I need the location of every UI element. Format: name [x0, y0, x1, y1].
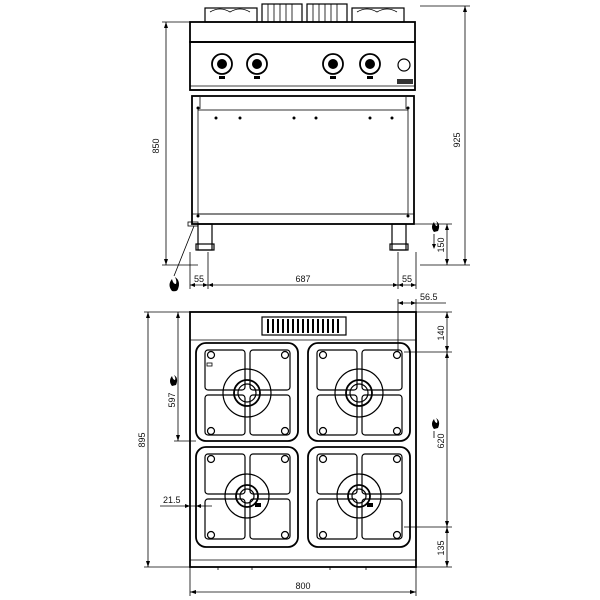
dim-label-55-right: 55 — [402, 274, 412, 284]
burner-front-left — [195, 446, 299, 548]
knob-4 — [359, 53, 381, 79]
flame-icon — [169, 277, 179, 292]
knob-2 — [246, 53, 268, 79]
knob-1 — [211, 53, 233, 79]
dim-label-21-5: 21.5 — [163, 495, 181, 505]
pan-supports — [204, 3, 405, 23]
front-view: 850 925 150 55 687 — [151, 3, 470, 292]
flue-grille — [261, 316, 347, 336]
dim-front-width: 55 687 55 — [189, 252, 417, 289]
dim-800: 800 — [189, 567, 417, 596]
flame-icon — [432, 418, 440, 429]
dim-label-850: 850 — [151, 138, 161, 153]
flame-icon — [432, 221, 440, 232]
burner-rear-left — [195, 342, 299, 442]
dim-895: 895 — [137, 311, 190, 568]
burner-rear-right — [307, 342, 411, 442]
dim-label-56-5: 56.5 — [420, 292, 438, 302]
dim-150: 150 — [415, 221, 452, 265]
legs — [173, 221, 409, 277]
top-view: 56.5 140 620 135 895 — [137, 292, 452, 596]
ignition-button — [397, 58, 413, 84]
dim-label-620: 620 — [436, 433, 446, 448]
dim-label-55-left: 55 — [194, 274, 204, 284]
dim-850: 850 — [151, 21, 198, 266]
dim-925: 925 — [420, 5, 470, 266]
dim-21-5: 21.5 — [160, 490, 212, 512]
body-front — [191, 95, 415, 225]
flame-icon — [170, 375, 178, 386]
dim-label-687: 687 — [295, 274, 310, 284]
dim-top-right-vertical: 140 620 135 — [404, 311, 452, 568]
dim-label-925: 925 — [452, 132, 462, 147]
dim-label-135: 135 — [436, 540, 446, 555]
knob-3 — [322, 53, 344, 79]
dim-56-5: 56.5 — [397, 292, 446, 352]
dim-label-150: 150 — [436, 237, 446, 252]
dim-label-895: 895 — [137, 432, 147, 447]
top-panel — [189, 21, 416, 43]
dim-label-140: 140 — [436, 325, 446, 340]
burner-front-right — [307, 446, 411, 548]
dim-597: 597 — [167, 312, 196, 442]
top-outline — [189, 311, 417, 568]
open-compartment — [197, 109, 409, 215]
dim-label-800: 800 — [295, 581, 310, 591]
dim-label-597: 597 — [167, 392, 177, 407]
